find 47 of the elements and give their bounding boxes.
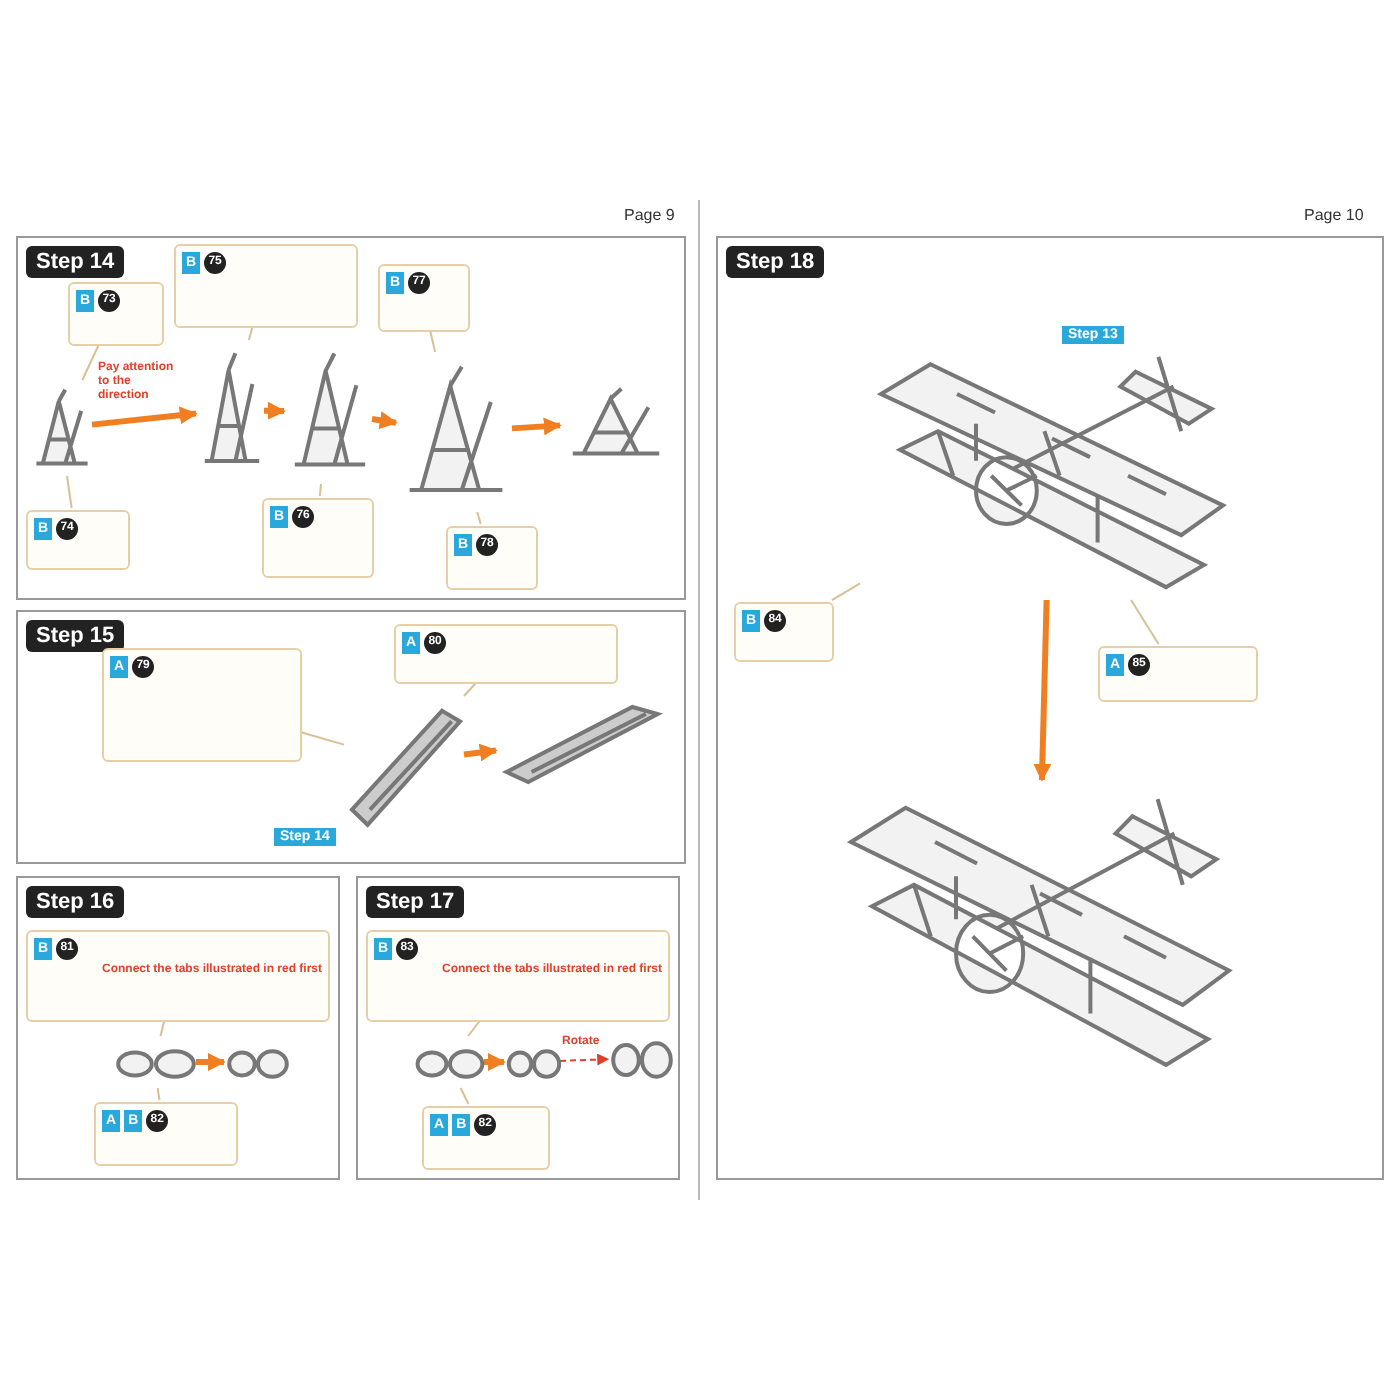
arrow (484, 1053, 506, 1071)
arrow (371, 411, 398, 430)
arrow (91, 406, 198, 428)
leader-line (459, 1087, 470, 1105)
step-panel (16, 236, 686, 600)
arrow (559, 1053, 610, 1066)
step-label: Step 16 (26, 886, 125, 918)
leader-line (299, 730, 345, 746)
leader-line (463, 681, 478, 697)
leader-line (81, 343, 101, 381)
callout-box (378, 264, 470, 332)
step-label: Step 18 (726, 246, 825, 278)
step-label: Step 14 (26, 246, 125, 278)
leader-line (467, 1019, 482, 1037)
step-panel (356, 876, 680, 1180)
leader-line (318, 483, 323, 497)
step-panel (16, 876, 340, 1180)
callout-box (174, 244, 358, 328)
leader-line (831, 582, 861, 602)
arrow (511, 417, 562, 436)
callout-box (446, 526, 538, 590)
leader-line (429, 329, 437, 353)
page-number: Page 10 (1304, 206, 1364, 224)
leader-line (476, 511, 482, 525)
callout-box (366, 930, 670, 1022)
step-label: Step 17 (366, 886, 465, 918)
callout-box (26, 930, 330, 1022)
arrow (196, 1053, 226, 1071)
callout-box (1098, 646, 1258, 702)
page-number: Page 9 (624, 206, 675, 224)
step-label: Step 15 (26, 620, 125, 652)
arrow (263, 401, 286, 420)
callout-box (102, 648, 302, 762)
leader-line (1130, 599, 1160, 645)
callout-box (26, 510, 130, 570)
callout-box (734, 602, 834, 662)
callout-box (262, 498, 374, 578)
callout-box (94, 1102, 238, 1166)
step-panel (16, 610, 686, 864)
step-panel (716, 236, 1384, 1180)
arrow (463, 743, 498, 762)
arrow (1033, 599, 1052, 782)
callout-box (68, 282, 164, 346)
callout-box (394, 624, 618, 684)
leader-line (156, 1087, 161, 1101)
leader-line (66, 475, 73, 509)
callout-box (422, 1106, 550, 1170)
